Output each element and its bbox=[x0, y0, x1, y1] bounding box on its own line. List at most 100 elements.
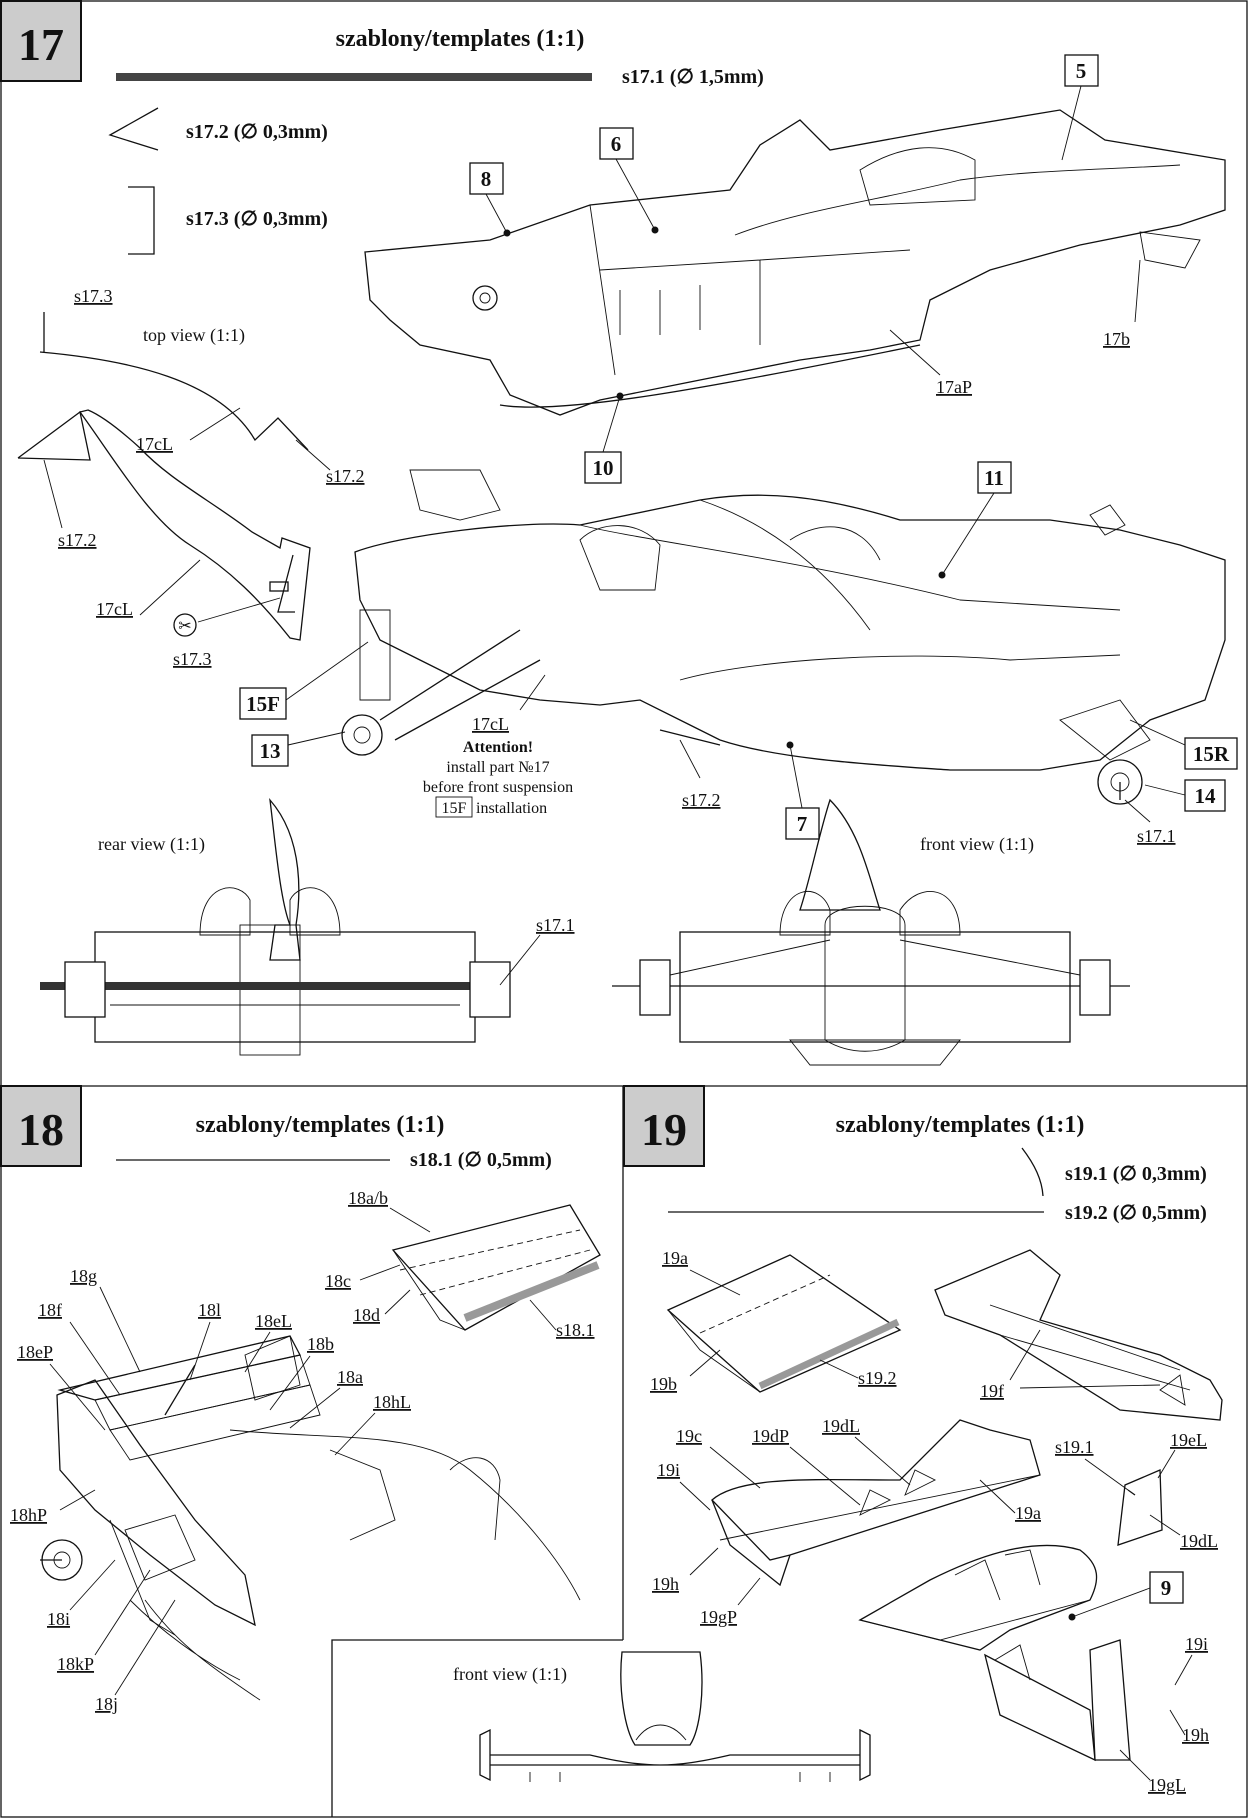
leader-18g bbox=[99, 1286, 141, 1373]
leader-13 bbox=[287, 731, 346, 746]
front-view-nose-19 bbox=[620, 1651, 703, 1746]
leader-18j bbox=[114, 1599, 176, 1696]
note-title: Attention! bbox=[463, 739, 533, 756]
front-wing-mid-flaps bbox=[859, 1469, 937, 1516]
fold-rod-s19-2 bbox=[758, 1318, 900, 1390]
part-box-14-label: 14 bbox=[1195, 784, 1217, 808]
front-view-label: front view (1:1) bbox=[920, 834, 1034, 855]
part-box-10-label: 10 bbox=[593, 456, 614, 480]
part-box-6 bbox=[599, 127, 634, 160]
label-17aP: 17aP bbox=[936, 377, 972, 397]
endplate-19dL-small bbox=[1117, 1469, 1163, 1546]
label-s19-1: s19.1 bbox=[1055, 1437, 1094, 1457]
label-17cL-side: 17cL bbox=[96, 599, 133, 619]
part-18i bbox=[109, 1519, 176, 1636]
part-box-7 bbox=[785, 807, 820, 840]
pivot-upper bbox=[472, 285, 498, 311]
wire-s17-2-side bbox=[17, 410, 91, 461]
front-view-endplates bbox=[479, 1728, 871, 1782]
leader-19a-top bbox=[689, 1269, 741, 1296]
label-19dL-small: 19dL bbox=[1180, 1531, 1218, 1551]
rear-suspension bbox=[1059, 699, 1151, 761]
roll-hoop bbox=[409, 469, 501, 521]
leader-s17-2-top bbox=[295, 439, 331, 471]
part-box-7-label: 7 bbox=[797, 812, 808, 836]
leader-19i-bottom bbox=[1174, 1654, 1193, 1686]
label-s19-2: s19.2 bbox=[858, 1368, 897, 1388]
leader-18f bbox=[69, 1321, 121, 1396]
label-19i-bottom: 19i bbox=[1185, 1634, 1208, 1654]
dot-11 bbox=[938, 571, 946, 579]
leader-18eP bbox=[49, 1363, 106, 1431]
divider-step bbox=[331, 1639, 623, 1817]
leader-7 bbox=[789, 744, 803, 809]
dot-9 bbox=[1068, 1613, 1076, 1621]
nose-cone bbox=[858, 1544, 1098, 1651]
fold-panel-19 bbox=[666, 1254, 902, 1393]
section-heading: szablony/templates (1:1) bbox=[336, 26, 585, 52]
front-view-body bbox=[679, 931, 1071, 1043]
endplate-19gL bbox=[1089, 1639, 1131, 1761]
template-s19-1-wire bbox=[1021, 1147, 1044, 1197]
leader-17b bbox=[1134, 259, 1141, 323]
part-box-9-label: 9 bbox=[1161, 1576, 1172, 1600]
label-19b: 19b bbox=[650, 1374, 677, 1394]
label-19a-top: 19a bbox=[662, 1248, 688, 1268]
label-19h: 19h bbox=[652, 1574, 679, 1594]
part-box-8-label: 8 bbox=[481, 167, 492, 191]
engine-cover bbox=[789, 526, 881, 561]
leader-9 bbox=[1071, 1587, 1151, 1618]
wing-18b bbox=[109, 1384, 321, 1461]
leader-19dL bbox=[854, 1436, 911, 1486]
fold-line-b bbox=[419, 1249, 591, 1296]
part-box-5 bbox=[1064, 54, 1099, 87]
front-view-airbox bbox=[799, 798, 881, 911]
section-heading: szablony/templates (1:1) bbox=[836, 1112, 1085, 1138]
slot-tab bbox=[269, 581, 289, 592]
leader-5 bbox=[1061, 85, 1082, 161]
leader-s17-2-side bbox=[43, 459, 63, 529]
leader-19gP bbox=[737, 1577, 761, 1606]
leader-8 bbox=[485, 193, 508, 234]
front-view-hub-left bbox=[639, 959, 671, 1016]
leader-19f-a bbox=[1009, 1329, 1041, 1381]
section-17: 17 szablony/templates (1:1) s17.1 (∅ 1,5… bbox=[0, 0, 1238, 1066]
scissors-glyph: ✂ bbox=[178, 618, 191, 635]
fold-detail-19 bbox=[666, 1254, 902, 1393]
label-s17-2-side: s17.2 bbox=[58, 530, 97, 550]
front-wing-mid-outline bbox=[711, 1419, 1041, 1561]
chassis-upper-panels bbox=[589, 204, 911, 376]
rear-wing-endplate bbox=[1089, 504, 1126, 536]
part-18kP bbox=[124, 1514, 196, 1581]
front-hub bbox=[341, 714, 383, 756]
nose-front-wing-drawing bbox=[858, 1544, 1131, 1762]
leader-18d bbox=[384, 1289, 411, 1315]
label-18f: 18f bbox=[38, 1300, 62, 1320]
label-19gL: 19gL bbox=[1148, 1775, 1186, 1795]
part-box-13-label: 13 bbox=[260, 739, 281, 763]
front-hub-inner bbox=[353, 726, 371, 744]
car-lower-drawing bbox=[341, 469, 1226, 805]
endplate-18eL bbox=[244, 1335, 301, 1401]
leader-18kP bbox=[94, 1569, 151, 1656]
label-19dL: 19dL bbox=[822, 1416, 860, 1436]
car-lower-panels bbox=[579, 499, 1121, 681]
front-view-hub-right bbox=[1079, 959, 1111, 1016]
label-18b: 18b bbox=[307, 1334, 334, 1354]
front-view-19-label: front view (1:1) bbox=[453, 1664, 567, 1685]
cockpit-lower bbox=[579, 525, 661, 591]
front-view-wing-ticks bbox=[529, 1772, 831, 1782]
leader-18eL bbox=[244, 1331, 271, 1373]
label-s17-2-lower: s17.2 bbox=[682, 790, 721, 810]
label-18l: 18l bbox=[198, 1300, 221, 1320]
label-19gP: 19gP bbox=[700, 1607, 737, 1627]
part-box-5-label: 5 bbox=[1076, 59, 1087, 83]
part-box-15F bbox=[239, 687, 287, 720]
fold-line-19 bbox=[699, 1274, 831, 1334]
front-view-splitter bbox=[789, 1039, 961, 1066]
label-17b: 17b bbox=[1103, 329, 1130, 349]
label-s17-3-side: s17.3 bbox=[173, 649, 212, 669]
chassis-upper-outline bbox=[364, 109, 1226, 416]
note-line-2: before front suspension bbox=[423, 779, 573, 796]
